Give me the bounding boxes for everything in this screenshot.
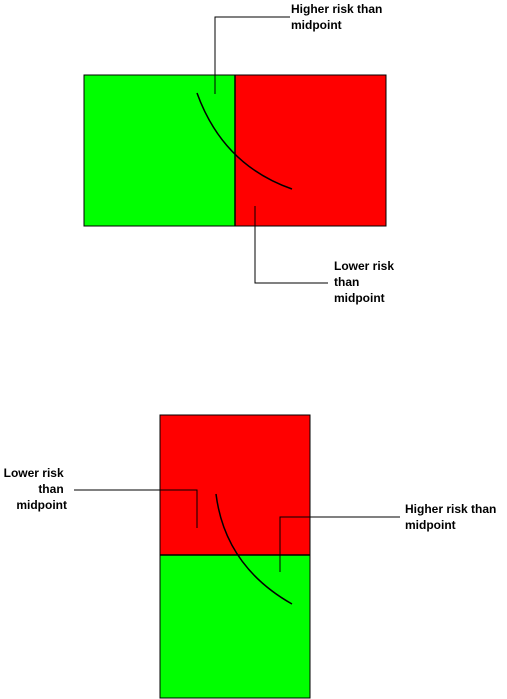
top-threshold-curve	[196, 92, 293, 190]
top-upper-leader-line	[214, 16, 290, 94]
bottom-diagram: Lower risk than midpoint Higher risk tha…	[4, 414, 500, 699]
bottom-right-leader-line	[279, 516, 400, 572]
bottom-left-leader-line	[74, 489, 198, 528]
top-lower-label: Lower risk than midpoint	[334, 259, 397, 305]
top-red-region	[234, 74, 387, 227]
top-upper-label: Higher risk than midpoint	[291, 2, 386, 32]
bottom-right-label: Higher risk than midpoint	[405, 502, 500, 532]
bottom-left-label: Lower risk than midpoint	[4, 466, 67, 512]
top-lower-leader-line	[254, 206, 328, 284]
bottom-green-region	[159, 554, 311, 699]
top-diagram: Higher risk than midpoint Lower risk tha…	[83, 2, 397, 305]
top-green-region	[83, 74, 236, 227]
bottom-threshold-curve	[215, 493, 293, 605]
bottom-red-region	[159, 414, 311, 556]
